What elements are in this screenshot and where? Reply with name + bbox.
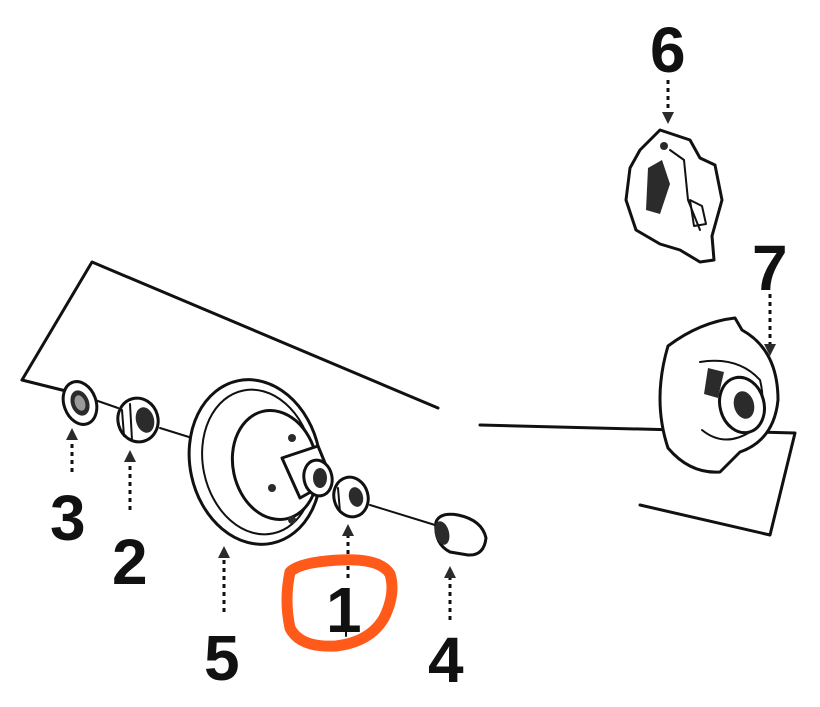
outline-lower-left [20, 378, 72, 394]
part-outer-bearing [332, 475, 370, 519]
callout-2: 2 [112, 526, 148, 598]
callout-3: 3 [50, 482, 86, 554]
part-inner-bearing [116, 396, 160, 444]
callout-5: 5 [204, 622, 240, 694]
assembly-outline [20, 260, 797, 537]
callout-6: 6 [650, 14, 686, 86]
callout-4: 4 [428, 624, 464, 696]
part-splash-shield [658, 316, 780, 474]
part-seal [61, 380, 99, 426]
part-dust-cap [434, 512, 488, 557]
outline-right [478, 423, 797, 537]
leader-arrows [66, 80, 776, 637]
callout-7: 7 [752, 232, 788, 304]
part-caliper [624, 128, 724, 264]
callout-1: 1 [326, 574, 362, 646]
highlight-annotation [281, 554, 398, 652]
outline-upper-left [20, 260, 440, 410]
part-rotor [187, 378, 334, 546]
